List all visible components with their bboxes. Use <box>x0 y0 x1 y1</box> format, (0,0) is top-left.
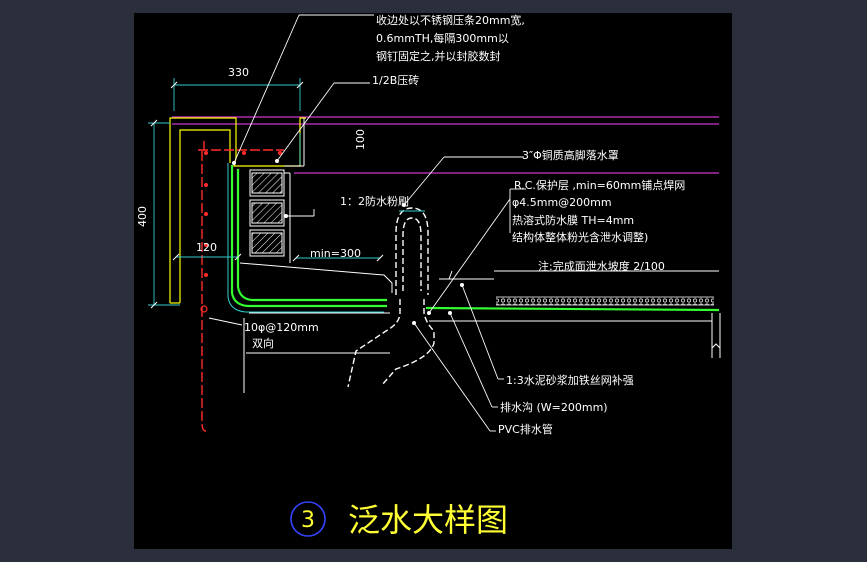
drain-assembly <box>347 207 435 388</box>
note-edge-strip-1: 收边处以不锈钢压条20mm宽, <box>376 13 525 27</box>
rebar <box>198 141 284 432</box>
dimension-ticks <box>150 81 384 309</box>
rebar-dots <box>204 151 282 277</box>
note-rebar-2: 双向 <box>252 336 274 350</box>
note-edge-strip-3: 钢钉固定之,并以封胶数封 <box>376 49 501 63</box>
leader-lines <box>208 14 526 432</box>
note-min-300: min=300 <box>310 247 361 260</box>
note-rc-layer-3: 热溶式防水膜 TH=4mm <box>512 213 634 227</box>
title-number: 3 <box>301 508 315 533</box>
note-waterproof-powder: 1：2防水粉刷 <box>340 194 409 208</box>
note-gutter: 排水沟 (W=200mm) <box>500 400 608 414</box>
bricks <box>249 169 291 263</box>
dim-120: 120 <box>196 241 217 254</box>
page-title: 泛水大样图 <box>348 501 508 539</box>
leader-arrowheads <box>232 159 464 325</box>
note-edge-strip-2: 0.6mmTH,每隔300mm以 <box>376 31 509 45</box>
title-number-circle <box>290 501 326 537</box>
waterproof-membrane <box>230 165 720 312</box>
rebar-section-circle <box>200 305 208 313</box>
dim-330: 330 <box>228 66 249 79</box>
dim-100: 100 <box>354 129 367 150</box>
note-brick: 1/2B压砖 <box>372 73 419 87</box>
structure-lines <box>239 118 721 393</box>
note-rc-layer-1: R.C.保护层 ,min=60mm铺点焊网 <box>514 178 685 192</box>
note-pvc: PVC排水管 <box>498 422 553 436</box>
note-rebar-1: 10φ@120mm <box>244 321 319 334</box>
slab-lines <box>172 116 719 174</box>
note-rc-layer-4: 结构体整体粉光含泄水调整) <box>512 230 648 244</box>
note-slope: 注:完成面泄水坡度 2/100 <box>538 259 665 273</box>
note-drain-cover: 3″Φ铜质高脚落水罩 <box>522 148 619 162</box>
dim-400: 400 <box>136 206 149 227</box>
detail-drawing: 收边处以不锈钢压条20mm宽, 0.6mmTH,每隔300mm以 钢钉固定之,并… <box>136 13 721 539</box>
note-mortar: 1:3水泥砂浆加铁丝网补强 <box>506 373 634 387</box>
dimension-lines <box>148 78 380 306</box>
note-rc-layer-2: φ4.5mm@200mm <box>512 196 612 209</box>
gravel-layer <box>496 297 714 305</box>
rendering-line <box>227 163 384 313</box>
drawing-canvas: 收边处以不锈钢压条20mm宽, 0.6mmTH,每隔300mm以 钢钉固定之,并… <box>134 13 732 549</box>
